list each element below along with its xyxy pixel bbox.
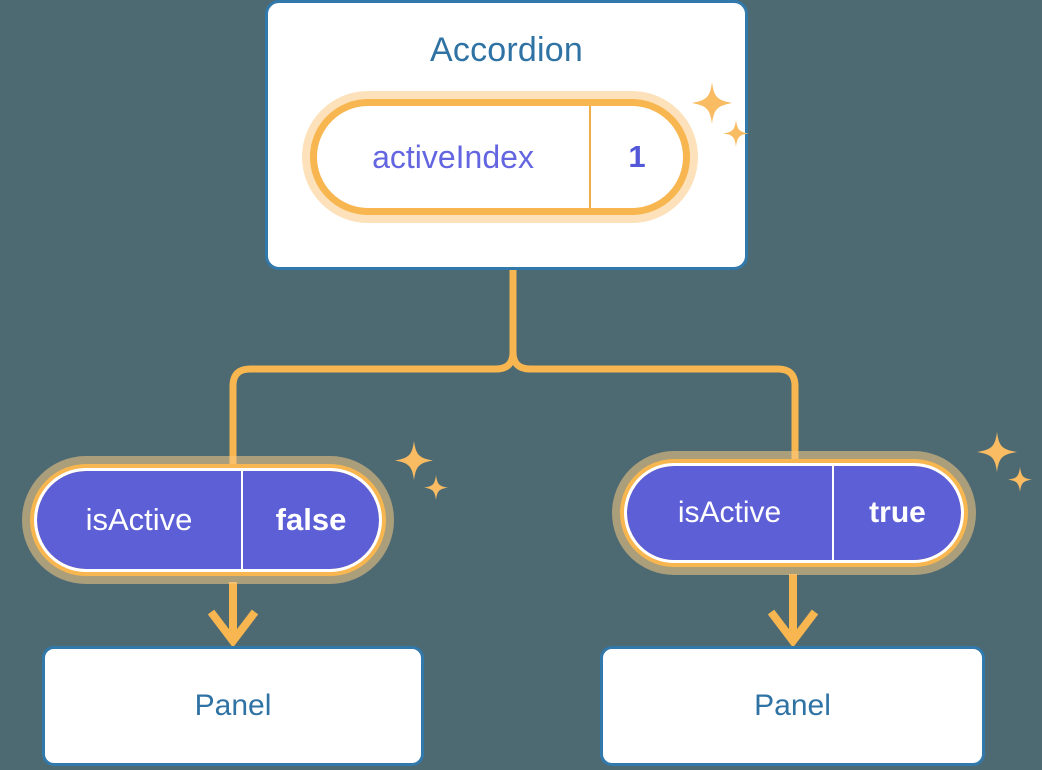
arrow-head-left: [207, 609, 259, 648]
state-pill-body[interactable]: activeIndex 1: [310, 99, 690, 215]
panel-title: Panel: [194, 689, 272, 722]
state-pill-value: false: [241, 471, 379, 569]
state-pill-isactive-left[interactable]: isActive false: [30, 464, 386, 576]
sparkle-small-shape: [424, 475, 448, 500]
state-pill-value: 1: [589, 106, 683, 208]
state-pill-key: isActive: [677, 496, 782, 529]
state-pill-activeindex[interactable]: activeIndex 1: [310, 99, 690, 215]
state-pill-key: isActive: [85, 502, 193, 537]
sparkle-large-shape: [395, 441, 433, 480]
state-pill-isactive-right[interactable]: isActive true: [620, 459, 968, 567]
sparkle-four-point-icon: [395, 441, 448, 500]
state-pill-value: true: [832, 466, 961, 560]
panel-card-left[interactable]: Panel: [42, 646, 424, 766]
state-pill-body[interactable]: isActive true: [620, 459, 968, 567]
sparkle-small-shape: [1008, 467, 1032, 492]
state-pill-key: activeIndex: [372, 138, 534, 175]
panel-card-right[interactable]: Panel: [600, 646, 985, 766]
sparkle-large-shape: [977, 432, 1017, 472]
connector-branch-right: [509, 351, 799, 474]
panel-title: Panel: [754, 689, 831, 722]
component-title: Accordion: [430, 31, 583, 69]
sparkle-four-point-icon: [977, 432, 1032, 492]
state-pill-body[interactable]: isActive false: [30, 464, 386, 576]
arrow-head-right: [767, 609, 819, 648]
connector-branch-left: [229, 351, 517, 480]
